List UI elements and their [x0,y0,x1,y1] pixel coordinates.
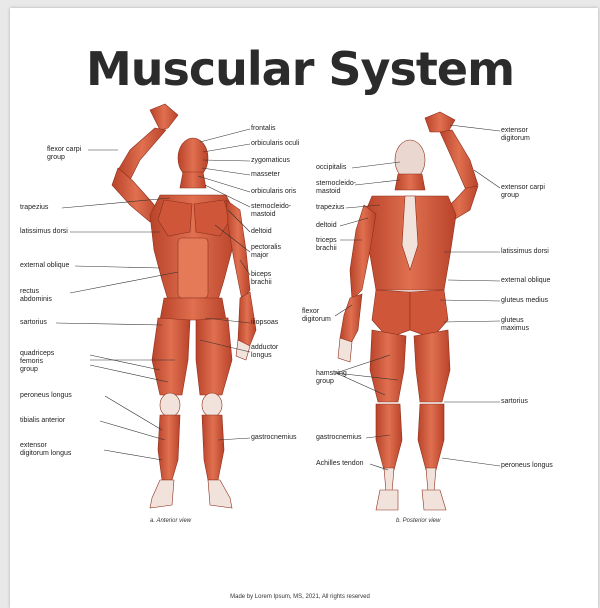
label-hamstring-group: hamstring group [316,370,347,385]
label-latissimus-dorsi-front: latissimus dorsi [20,228,68,235]
label-gastrocnemius-back: gastrocnemius [316,434,362,441]
label-external-oblique-back: external oblique [501,277,551,284]
label-trapezius-back: trapezius [316,204,345,211]
label-frontalis: frontalis [251,125,276,132]
caption-anterior-view: a. Anterior view [150,518,192,524]
label-masseter: masseter [251,171,280,178]
label-orbicularis-oris: orbicularis oris [251,188,297,195]
label-achilles-tendon: Achilles tendon [316,460,364,467]
label-trapezius-front: trapezius [20,204,49,211]
label-flexor-digitorum: flexor digitorum [302,308,331,323]
label-peroneus-longus-back: peroneus longus [501,462,553,469]
page-sheet [10,8,598,608]
label-iliopsoas: iliopsoas [251,319,279,326]
label-triceps-brachii: triceps brachii [316,237,337,252]
label-extensor-digitorum: extensor digitorum [501,127,530,142]
label-sartorius-back: sartorius [501,398,528,405]
label-adductor-longus: adductor longus [251,344,279,359]
posterior-leader-lines [334,124,501,471]
label-tibialis-anterior: tibialis anterior [20,417,66,424]
label-deltoid-back: deltoid [316,222,337,229]
label-gluteus-maximus: gluteus maximus [501,317,530,332]
label-orbicularis-oculi: orbicularis oculi [251,140,300,147]
anterior-figure [111,103,257,509]
caption-posterior-view: b. Posterior view [396,518,441,524]
page-footer: Made by Lorem Ipsum, MS, 2021, All right… [230,594,370,600]
label-gastrocnemius-front: gastrocnemius [251,434,297,441]
label-gluteus-medius: gluteus medius [501,297,549,304]
label-latissimus-dorsi-back: latissimus dorsi [501,248,549,255]
anterior-leader-lines [55,128,251,461]
label-zygomaticus: zygomaticus [251,157,290,164]
label-sternocleidomastoid-back: sternocleido- mastoid [316,180,357,195]
label-extensor-carpi-group: extensor carpi group [501,184,545,199]
label-occipitalis: occipitalis [316,164,347,171]
page-title: Muscular System [85,42,515,96]
label-pectoralis-major: pectoralis major [251,244,281,259]
label-sternocleidomastoid-front: sternocleido- mastoid [251,203,292,218]
label-biceps-brachii: biceps brachii [251,271,272,286]
label-deltoid-front: deltoid [251,228,272,235]
posterior-figure [337,111,479,511]
label-peroneus-longus-front: peroneus longus [20,392,72,399]
label-flexor-carpi-group: flexor carpi group [47,146,82,161]
label-external-oblique-front: external oblique [20,262,70,269]
label-quadriceps-femoris-group: quadriceps femoris group [20,350,55,373]
label-sartorius-front: sartorius [20,319,47,326]
label-extensor-digitorum-longus: extensor digitorum longus [20,442,72,457]
label-rectus-abdominis: rectus abdominis [20,288,52,303]
